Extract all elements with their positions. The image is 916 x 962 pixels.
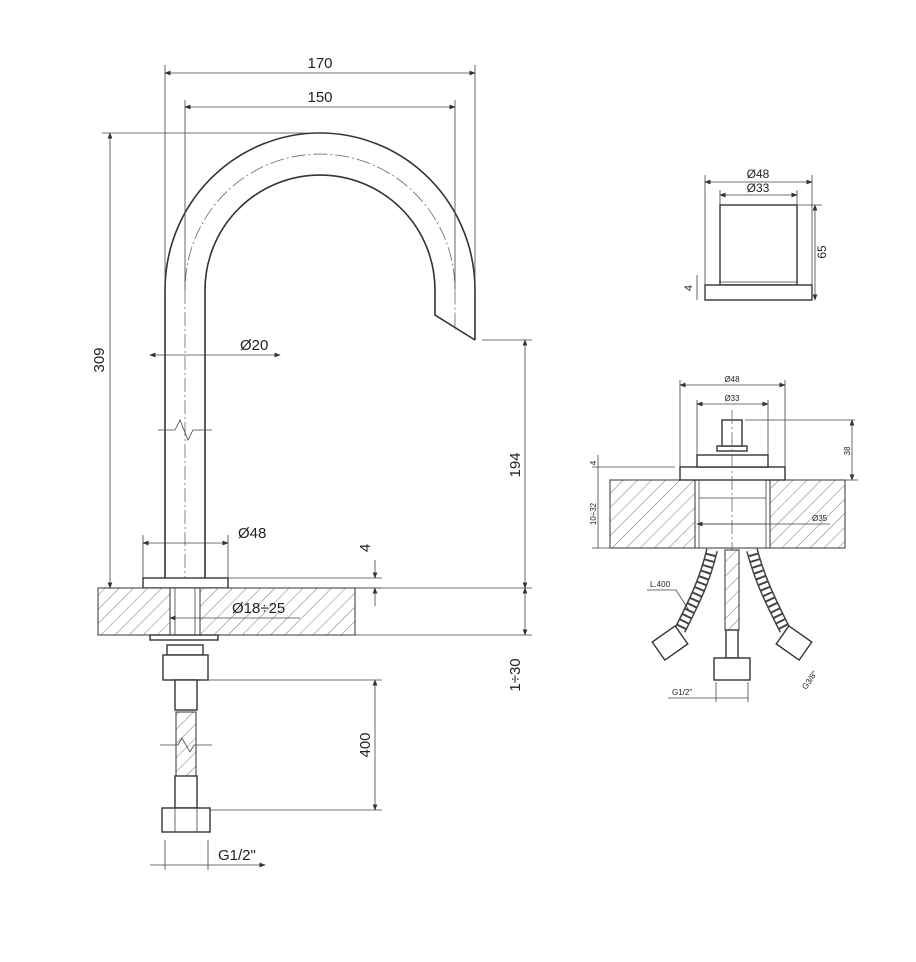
dim-150: 150 <box>307 89 332 106</box>
spout-inner <box>204 174 476 578</box>
dim-g12: G1/2" <box>218 847 256 864</box>
valve-d33: Ø33 <box>724 394 740 403</box>
dim-400: 400 <box>357 732 374 757</box>
valve-d48: Ø48 <box>724 375 740 384</box>
handle-side-view: Ø48 Ø33 65 4 <box>683 167 829 301</box>
spout-outer <box>164 132 476 578</box>
valve-d35: Ø35 <box>812 514 828 523</box>
valve-4: 4 <box>589 460 598 465</box>
dim-d18-25: Ø18÷25 <box>232 600 285 617</box>
valve-38: 38 <box>843 446 852 455</box>
handle-d33: Ø33 <box>747 181 770 195</box>
dim-1-30: 1÷30 <box>507 658 524 691</box>
faucet-side-view: 170 150 309 194 Ø20 Ø48 4 Ø18÷25 1÷30 40… <box>91 55 532 870</box>
dim-d48: Ø48 <box>238 525 266 542</box>
valve-l400: L.400 <box>650 580 671 589</box>
valve-g12: G1/2" <box>672 688 692 697</box>
valve-10-32: 10÷32 <box>589 502 598 525</box>
dim-194: 194 <box>507 452 524 477</box>
valve-section-view: Ø48 Ø33 38 4 10÷32 Ø35 L.400 G1/2" G3/8" <box>589 375 858 702</box>
handle-65: 65 <box>815 245 829 259</box>
dim-d20: Ø20 <box>240 337 268 354</box>
valve-g38: G3/8" <box>800 669 819 691</box>
handle-d48: Ø48 <box>747 167 770 181</box>
dim-4: 4 <box>357 544 374 552</box>
dim-170: 170 <box>307 55 332 72</box>
dim-309: 309 <box>91 347 108 372</box>
countertop-section <box>97 587 356 636</box>
handle-4: 4 <box>683 285 695 291</box>
